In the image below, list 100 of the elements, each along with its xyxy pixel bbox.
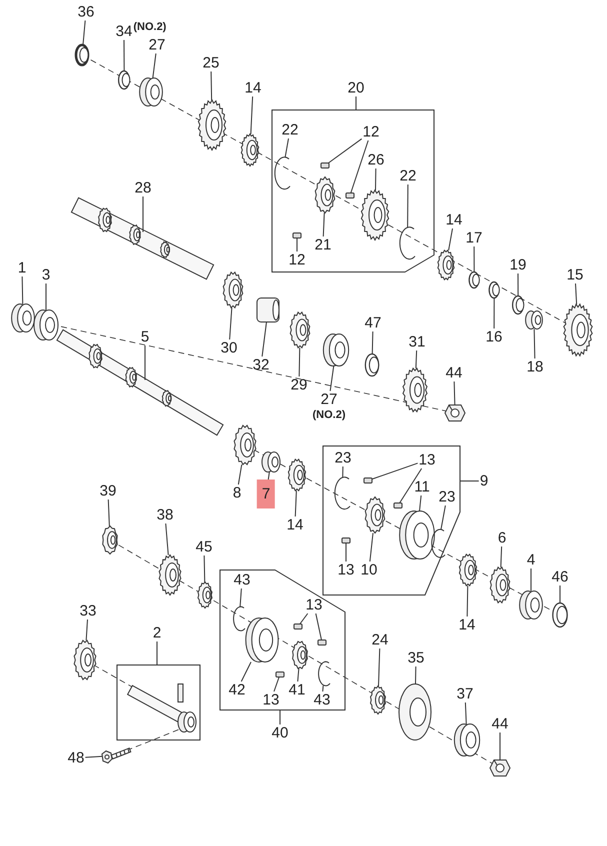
callout-number: 29 (290, 376, 308, 394)
leader-line (466, 585, 468, 617)
leader-line (407, 184, 408, 228)
callout-number: 41 (288, 682, 306, 698)
gear-part (490, 566, 510, 604)
callout-number: 3 (40, 266, 52, 284)
key-part (394, 502, 402, 508)
callout-number: 40 (270, 724, 290, 742)
callout-number: 25 (202, 54, 220, 72)
leader-line (530, 568, 532, 592)
leader-line (22, 276, 24, 304)
leader-line (108, 499, 110, 526)
bearing-part (245, 618, 279, 662)
gear-part (364, 496, 386, 534)
leader-line (399, 468, 422, 504)
leader-line (250, 96, 254, 134)
callout-number: 12 (362, 124, 380, 140)
key-part (276, 672, 284, 678)
callout-number: 13 (336, 562, 356, 578)
callout-number: 44 (490, 716, 510, 732)
gear-part (437, 249, 455, 281)
callout-number: 35 (406, 650, 426, 666)
washer-part (74, 44, 90, 66)
snap-ring-part (233, 606, 246, 632)
callout-number: 43 (312, 692, 332, 708)
gear-part (102, 525, 118, 555)
leader-line (84, 756, 102, 758)
washer-part (552, 602, 568, 628)
gear-part (197, 581, 213, 609)
callout-number: 22 (398, 168, 418, 184)
leader-line (342, 466, 344, 478)
leader-line (294, 490, 297, 517)
gear-part (360, 188, 390, 242)
callout-number: 20 (346, 80, 366, 96)
callout-number: 5 (140, 328, 150, 346)
callout-number: 48 (66, 750, 86, 766)
callout-number: 17 (464, 230, 484, 246)
washer-part (512, 295, 524, 315)
callout-number: 27 (148, 36, 166, 54)
leader-line (86, 619, 88, 641)
snap-ring-part (318, 661, 330, 686)
callout-number: 14 (286, 516, 304, 534)
leader-line (460, 480, 480, 482)
callout-number: 13 (418, 452, 436, 468)
leader-line (124, 40, 125, 72)
washer-part (364, 353, 380, 377)
leader-line (240, 662, 252, 682)
snap-ring-part (399, 226, 416, 260)
leader-line (322, 212, 325, 237)
leader-line (142, 196, 144, 232)
bearing-part (454, 724, 480, 756)
leader-line (297, 668, 300, 682)
leader-line (372, 462, 418, 480)
washer-part (118, 70, 130, 90)
leader-line (464, 702, 467, 724)
callout-number: 13 (304, 596, 324, 614)
leader-line (369, 532, 374, 562)
key-part (294, 624, 302, 630)
callout-number: 9 (478, 472, 490, 490)
callout-number: 39 (98, 482, 118, 500)
callout-number: 6 (496, 530, 508, 546)
callout-note: (NO.2) (133, 21, 166, 33)
gear-part (74, 640, 96, 680)
callout-number: 21 (314, 236, 332, 254)
callout-number: 14 (244, 80, 262, 96)
callout-number: 1 (16, 260, 28, 276)
callout-number: 28 (134, 180, 152, 196)
leader-line (165, 523, 169, 556)
gear-part (292, 640, 308, 670)
leader-line (274, 676, 280, 692)
leader-line (454, 381, 456, 406)
bearing-part (11, 304, 35, 332)
leader-line (448, 228, 453, 251)
leader-line (378, 648, 380, 686)
key-part (364, 478, 372, 484)
leader-line (500, 546, 502, 568)
leader-line (518, 273, 519, 296)
key-part (318, 640, 326, 646)
callout-number: 7 (256, 480, 276, 508)
callout-number: 30 (220, 340, 238, 356)
key-part (320, 162, 330, 168)
callout-number: 36 (76, 4, 96, 20)
nut-part (489, 760, 511, 776)
leader-line (534, 328, 536, 359)
callout-number: 12 (288, 252, 306, 268)
callout-number: 34 (114, 23, 134, 40)
callout-number: 27 (320, 391, 338, 408)
leader-line (375, 168, 376, 190)
callout-number: 31 (408, 334, 426, 350)
nut-part (444, 404, 466, 422)
leader-line (210, 71, 212, 100)
key-part (292, 232, 302, 238)
washer-part (468, 271, 480, 289)
gear-part (222, 271, 244, 309)
callout-number: 14 (444, 212, 464, 228)
gear-part (240, 133, 260, 167)
key-part (342, 538, 350, 544)
callout-number: 43 (232, 572, 252, 588)
leader-line (330, 366, 334, 392)
callout-number: 23 (334, 450, 352, 466)
